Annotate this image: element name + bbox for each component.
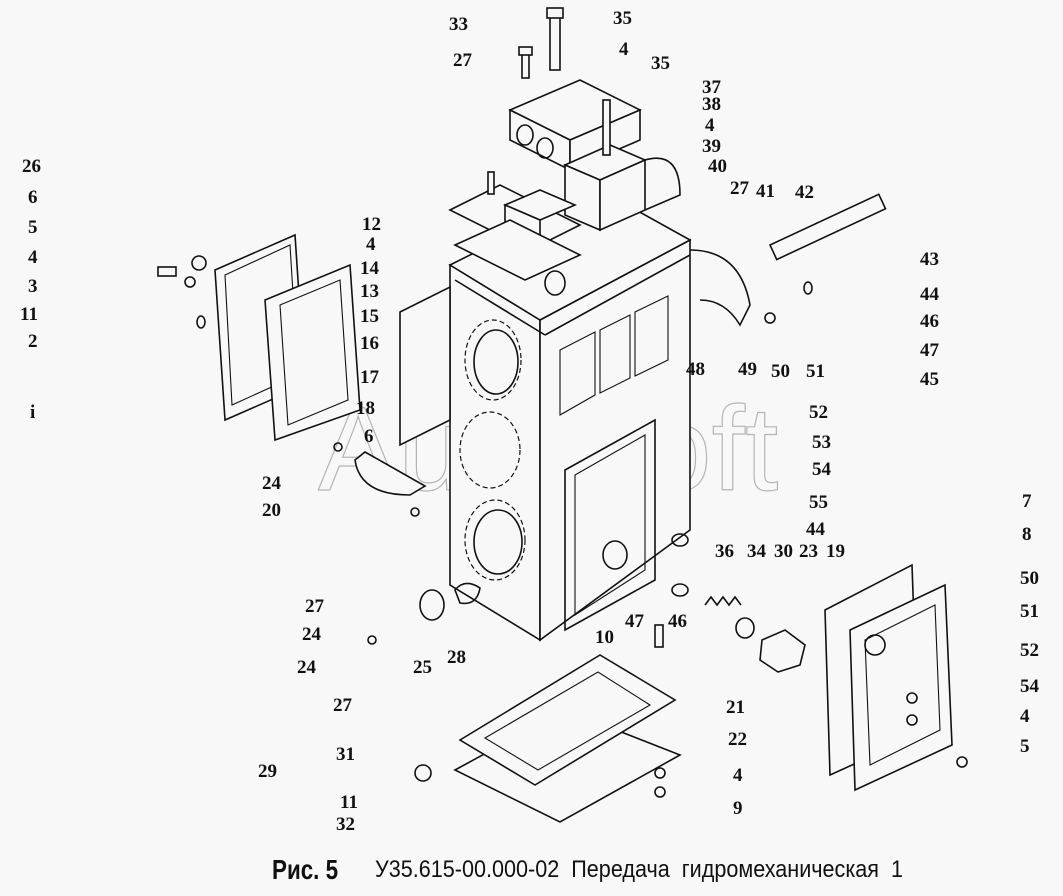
callout-43: 43 [920,249,939,270]
bottom-strainer-and-pan [414,654,682,823]
callout-27: 27 [453,50,473,71]
spacer-plates [448,184,582,296]
callout-31: 31 [336,744,355,765]
callout-54: 54 [1020,676,1040,697]
callout-4: 4 [619,39,629,60]
callout-i: i [30,402,35,423]
drain-parts [367,582,481,645]
callout-13: 13 [360,281,379,302]
callout-54: 54 [812,459,832,480]
callout-24: 24 [262,473,282,494]
callout-4: 4 [366,234,376,255]
exploded-view-drawing: AutoSoft [20,7,1040,835]
callout-36: 36 [715,541,734,562]
callout-41: 41 [756,181,775,202]
callout-46: 46 [668,611,687,632]
callout-51: 51 [806,361,825,382]
callout-45: 45 [920,369,939,390]
callout-33: 33 [449,14,468,35]
figure-caption: Рис. 5 У35.615-00.000-02 Передача гидром… [0,848,1063,896]
callout-19: 19 [826,541,845,562]
callout-39: 39 [702,136,721,157]
callout-16: 16 [360,333,379,354]
callout-40: 40 [708,156,727,177]
callout-35: 35 [613,8,632,29]
valve-block-lower [563,144,681,232]
callout-8: 8 [1022,524,1032,545]
right-cover [824,563,968,792]
callout-20: 20 [262,500,281,521]
oil-pan [333,442,427,517]
callout-14: 14 [360,258,380,279]
callout-53: 53 [812,432,831,453]
callout-38: 38 [702,94,721,115]
callout-51: 51 [1020,601,1039,622]
callout-23: 23 [799,541,818,562]
callout-27: 27 [305,596,325,617]
callout-52: 52 [809,402,828,423]
callout-27: 27 [730,178,750,199]
callout-32: 32 [336,814,355,835]
side-cover-and-gasket [157,233,361,442]
callout-11: 11 [340,792,358,813]
callout-50: 50 [1020,568,1039,589]
callout-42: 42 [795,182,814,203]
callout-35: 35 [651,53,670,74]
bolts-top [487,7,611,195]
callout-47: 47 [625,611,645,632]
callout-17: 17 [360,367,380,388]
callout-15: 15 [360,306,379,327]
callout-28: 28 [447,647,466,668]
callout-4: 4 [705,115,715,136]
callout-24: 24 [297,657,317,678]
callout-6: 6 [28,187,38,208]
valve-spring-stack [654,583,806,673]
callout-11: 11 [20,304,38,325]
callout-4: 4 [733,765,743,786]
figure-number: Рис. 5 [272,854,339,885]
callout-2: 2 [28,331,38,352]
callout-37: 37 [702,77,722,98]
callout-4: 4 [28,247,38,268]
callout-27: 27 [333,695,353,716]
callout-5: 5 [1020,736,1030,757]
figure-title: У35.615-00.000-02 Передача гидромеханиче… [375,856,904,883]
callout-46: 46 [920,311,939,332]
callout-4: 4 [1020,706,1030,727]
callout-3: 3 [28,276,38,297]
callout-12: 12 [362,214,381,235]
callout-34: 34 [747,541,767,562]
callout-9: 9 [733,798,743,819]
callout-47: 47 [920,340,940,361]
callout-10: 10 [595,627,614,648]
callout-48: 48 [686,359,705,380]
callout-22: 22 [728,729,747,750]
callout-21: 21 [726,697,745,718]
drawing-canvas: AutoSoft [20,7,1040,835]
callout-18: 18 [356,398,375,419]
callout-25: 25 [413,657,432,678]
callout-6: 6 [364,426,374,447]
callout-44: 44 [920,284,940,305]
callout-55: 55 [809,492,828,513]
callout-29: 29 [258,761,277,782]
callout-52: 52 [1020,640,1039,661]
callout-44: 44 [806,519,826,540]
callout-7: 7 [1022,491,1032,512]
callout-50: 50 [771,361,790,382]
callout-49: 49 [738,359,757,380]
callout-5: 5 [28,217,38,238]
callout-24: 24 [302,624,322,645]
callout-30: 30 [774,541,793,562]
pipe-assembly [689,193,887,327]
callout-26: 26 [22,156,41,177]
